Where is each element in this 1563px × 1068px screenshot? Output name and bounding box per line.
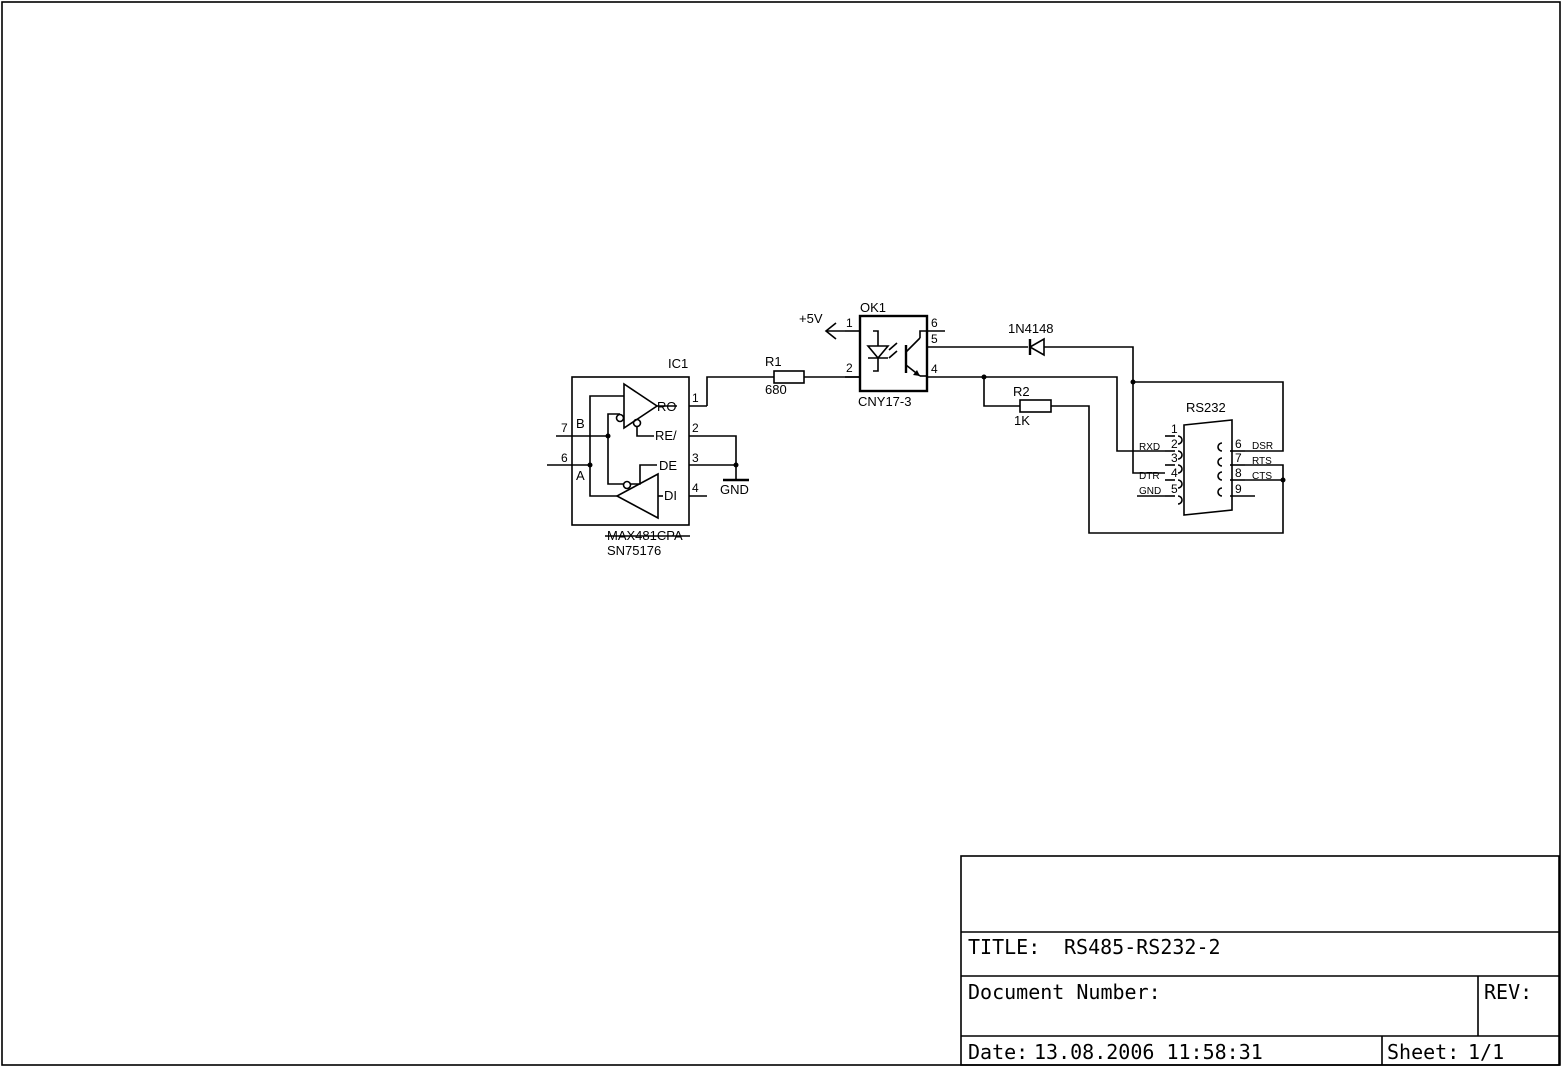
r1-ref: R1: [765, 354, 782, 369]
r2-ref: R2: [1013, 384, 1030, 399]
signal-cts: CTS: [1252, 471, 1272, 482]
db9-pin-8: 8: [1235, 466, 1242, 480]
ic1-part-sn75176: SN75176: [607, 543, 661, 558]
ic1-pin-b-label: B: [576, 416, 585, 431]
supply-label: +5V: [799, 311, 823, 326]
diode-1n4148: 1N4148: [1008, 321, 1054, 357]
db9-shell: [1183, 419, 1233, 516]
supply-5v: +5V: [799, 311, 845, 340]
title-label: TITLE:: [968, 935, 1040, 959]
receiver-triangle: [623, 382, 659, 430]
db9-pin-7: 7: [1235, 451, 1242, 465]
ic1-pin-de-label: DE: [659, 458, 677, 473]
db9-pin-2: 2: [1171, 437, 1178, 451]
r1-value: 680: [765, 382, 787, 397]
gnd-net: GND: [707, 435, 749, 497]
r2-value: 1K: [1014, 413, 1030, 428]
ok1-ref: OK1: [860, 300, 886, 315]
signal-dsr: DSR: [1252, 441, 1273, 452]
title-block: TITLE: RS485-RS232-2 Document Number: RE…: [960, 855, 1560, 1066]
ok1-pin-4: 4: [931, 362, 938, 376]
ic1-pin-a-label: A: [576, 468, 585, 483]
signal-gnd: GND: [1139, 486, 1161, 497]
ic1-pin-4: 4: [692, 481, 699, 495]
date-label: Date:: [968, 1040, 1028, 1064]
rev-label: REV:: [1484, 980, 1532, 1004]
ic1-pin-di-label: DI: [664, 488, 677, 503]
led-symbol: [866, 345, 890, 360]
sheet-label: Sheet:: [1387, 1040, 1459, 1064]
optocoupler-ok1: OK1 CNY17-3 1 2 6 5 4: [845, 300, 945, 409]
rs232-connector: RS232 1 2 3 4 5 6 7 8 9 RXD DTR GND DSR: [1139, 400, 1273, 516]
date-value: 13.08.2006 11:58:31: [1034, 1040, 1263, 1064]
ok1-pin-1: 1: [846, 316, 853, 330]
resistor-r1: R1 680: [765, 354, 805, 397]
db9-pin-4: 4: [1171, 466, 1178, 480]
re-enable-bubble: [632, 418, 642, 428]
ic1-transceiver: IC1 MAX481CPA SN75176 RO RE/ DE DI B A: [547, 356, 707, 558]
driver-triangle: [615, 472, 659, 520]
ic1-pin-7: 7: [561, 421, 568, 435]
ic1-pin-1: 1: [692, 391, 699, 405]
driver-bubble: [622, 480, 632, 490]
db9-pin-1: 1: [1171, 422, 1178, 436]
db9-pin-6: 6: [1235, 437, 1242, 451]
doc-number-label: Document Number:: [968, 980, 1161, 1004]
signal-rxd: RXD: [1139, 442, 1160, 453]
db9-pin-9: 9: [1235, 482, 1242, 496]
diode-part: 1N4148: [1008, 321, 1054, 336]
ic1-ref: IC1: [668, 356, 688, 371]
sheet-value: 1/1: [1468, 1040, 1504, 1064]
receiver-bubble: [615, 413, 625, 423]
ic1-pin-ro-label: RO: [657, 399, 677, 414]
ic1-pin-re-label: RE/: [655, 428, 677, 443]
ic1-pin-3: 3: [692, 451, 699, 465]
signal-rts: RTS: [1252, 456, 1272, 467]
ok1-pin-6: 6: [931, 316, 938, 330]
title-value: RS485-RS232-2: [1064, 935, 1221, 959]
signal-dtr: DTR: [1139, 471, 1160, 482]
ok1-part: CNY17-3: [858, 394, 911, 409]
gnd-label: GND: [720, 482, 749, 497]
ic1-pin-6: 6: [561, 451, 568, 465]
db9-pin-5: 5: [1171, 482, 1178, 496]
rs232-ref: RS232: [1186, 400, 1226, 415]
db9-pin-3: 3: [1171, 451, 1178, 465]
ic1-pin-2: 2: [692, 421, 699, 435]
ok1-pin-5: 5: [931, 332, 938, 346]
ok1-pin-2: 2: [846, 361, 853, 375]
